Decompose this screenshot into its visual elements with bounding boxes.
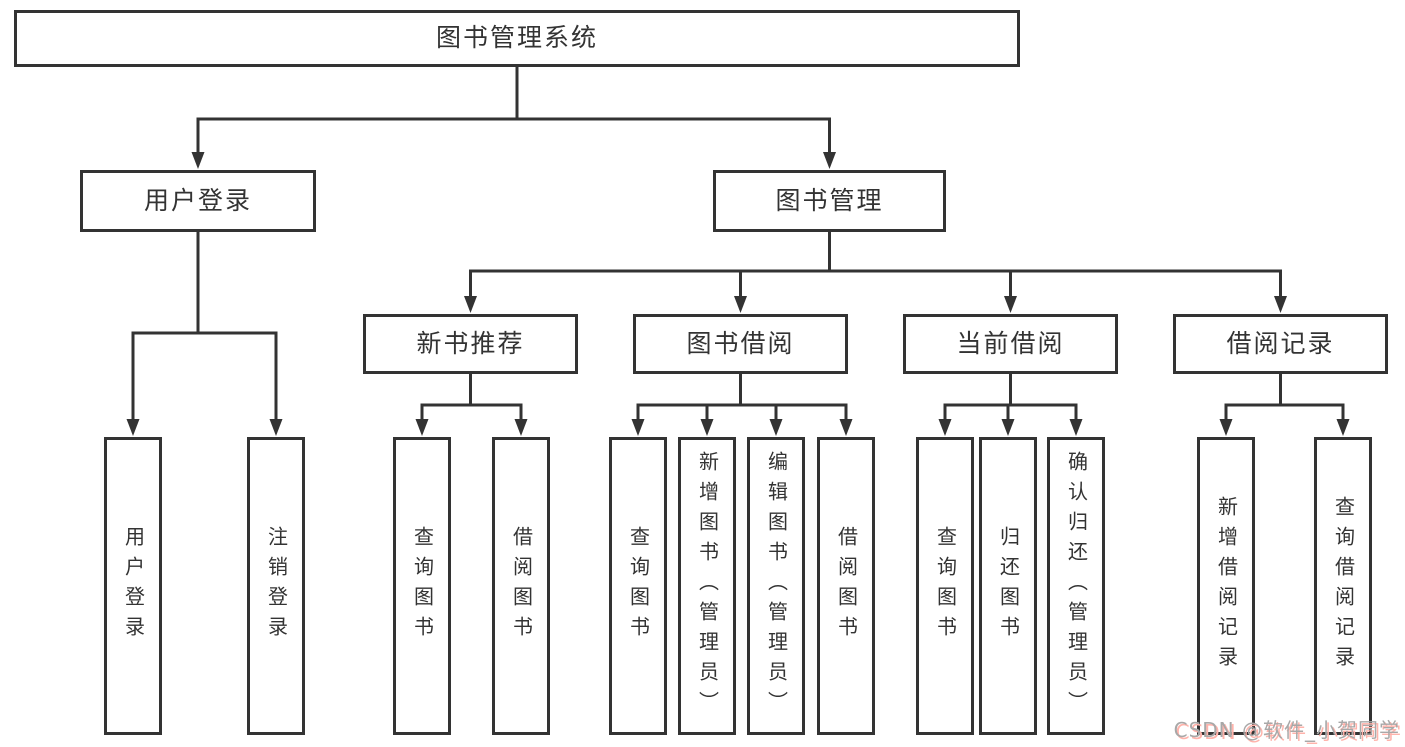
node-new-book-recommend: 新书推荐 — [363, 314, 578, 374]
arrowhead-down — [126, 419, 140, 436]
arrowhead-down — [700, 419, 714, 436]
connector-borrow-record-to-leaves — [1219, 373, 1350, 436]
arrowhead-down — [1336, 419, 1350, 436]
connector-path — [131, 231, 278, 420]
arrowhead-down — [938, 419, 952, 436]
connector-root-to-level2 — [191, 64, 836, 169]
node-borrow-record: 借阅记录 — [1173, 314, 1388, 374]
leaf-borrow-books: 借阅图书 — [817, 437, 875, 735]
connector-current-borrow-to-leaves — [938, 373, 1083, 436]
node-user-login: 用户登录 — [80, 170, 316, 232]
arrowhead-down — [269, 419, 283, 436]
leaf-confirm-return-admin: 确认归还（管理员） — [1047, 437, 1105, 735]
leaf-edit-book-admin: 编辑图书（管理员） — [747, 437, 805, 735]
node-root: 图书管理系统 — [14, 10, 1020, 67]
leaf-add-borrow-record: 新增借阅记录 — [1197, 437, 1255, 735]
arrowhead-down — [1004, 296, 1017, 313]
leaf-logout: 注销登录 — [247, 437, 305, 735]
connector-book-borrow-to-leaves — [631, 373, 853, 436]
arrowhead-down — [734, 296, 747, 313]
leaf-query-books-current: 查询图书 — [916, 437, 974, 735]
connector-path — [1224, 373, 1345, 420]
arrowhead-down — [1274, 296, 1287, 313]
arrowhead-down — [464, 296, 477, 313]
leaf-query-books-recommend: 查询图书 — [393, 437, 451, 735]
connector-path — [469, 231, 1282, 297]
watermark: CSDN @软件_小贺同学 — [1173, 718, 1400, 742]
connector-path — [943, 373, 1078, 420]
arrowhead-down — [839, 419, 853, 436]
leaf-return-book: 归还图书 — [979, 437, 1037, 735]
connector-new-book-recommend-to-leaves — [415, 373, 528, 436]
leaf-add-book-admin: 新增图书（管理员） — [678, 437, 736, 735]
node-current-borrow: 当前借阅 — [903, 314, 1118, 374]
node-book-borrow: 图书借阅 — [633, 314, 848, 374]
arrowhead-down — [1219, 419, 1233, 436]
connector-path — [196, 64, 831, 153]
arrowhead-down — [769, 419, 783, 436]
arrowhead-down — [191, 152, 205, 169]
leaf-user-login: 用户登录 — [104, 437, 162, 735]
node-book-management: 图书管理 — [713, 170, 946, 232]
connector-path — [636, 373, 848, 420]
leaf-query-books-borrow: 查询图书 — [609, 437, 667, 735]
connector-book-management-to-level3 — [464, 231, 1287, 313]
leaf-query-borrow-record: 查询借阅记录 — [1314, 437, 1372, 735]
connector-path — [420, 373, 523, 420]
leaf-borrow-books-recommend: 借阅图书 — [492, 437, 550, 735]
connector-user-login-to-leaves — [126, 231, 283, 436]
arrowhead-down — [514, 419, 528, 436]
arrowhead-down — [823, 152, 836, 169]
arrowhead-down — [415, 419, 429, 436]
arrowhead-down — [1069, 419, 1083, 436]
arrowhead-down — [631, 419, 645, 436]
arrowhead-down — [1001, 419, 1015, 436]
